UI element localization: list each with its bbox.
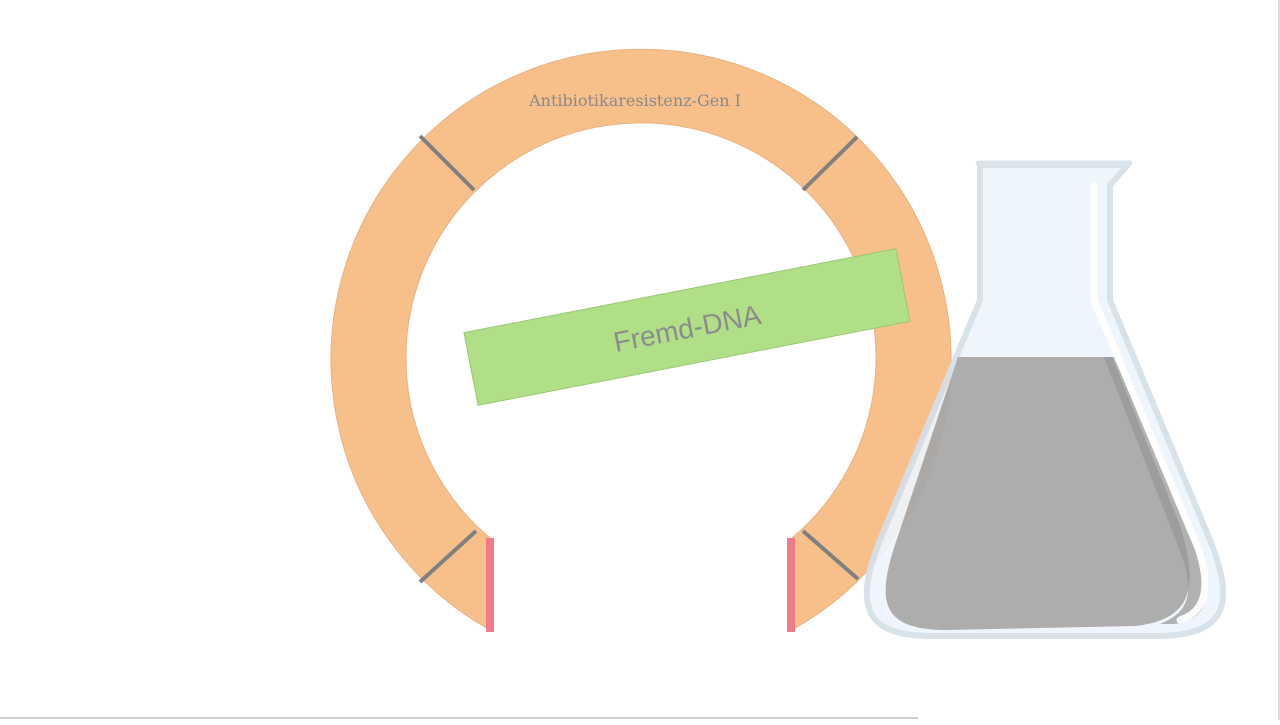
right-border	[1278, 0, 1280, 720]
bottom-border	[0, 717, 918, 719]
flask-icon	[863, 160, 1227, 639]
flask-liquid	[885, 357, 1190, 630]
gene-marker-bottom-right	[801, 529, 860, 581]
gene-marker-top-left	[418, 134, 476, 192]
flask-highlight	[1090, 181, 1209, 624]
foreign-dna-box	[463, 248, 911, 406]
flask-shadow	[1104, 357, 1206, 624]
cut-end-left	[486, 538, 494, 632]
gene-label: Antibiotikaresistenz-Gen I	[528, 91, 741, 110]
gene-marker-top-right	[801, 135, 859, 192]
gene-marker-bottom-left	[418, 529, 478, 584]
foreign-dna-insert: Fremd-DNA	[463, 248, 911, 406]
cut-end-right	[787, 538, 795, 632]
